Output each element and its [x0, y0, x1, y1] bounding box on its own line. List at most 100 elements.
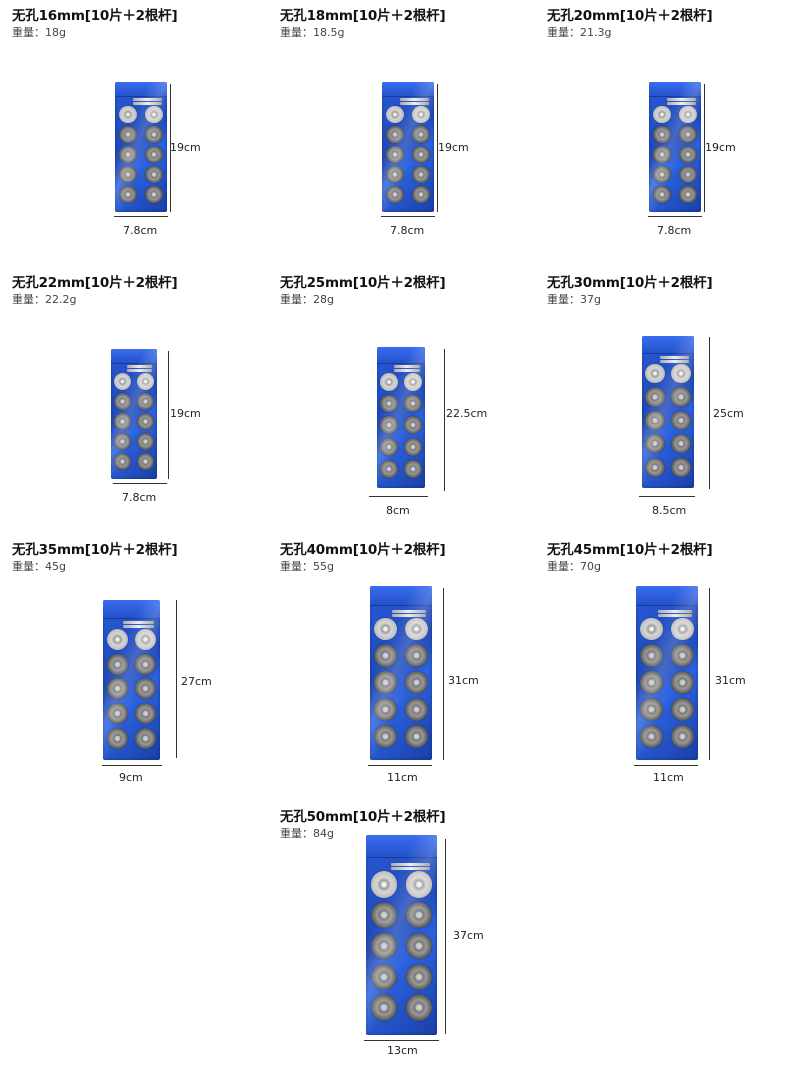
cutting-disc-icon	[370, 871, 397, 898]
mandrel-rod-icon	[660, 355, 689, 359]
width-dimension-line	[113, 483, 167, 484]
product-card-22mm: 无孔22mm[10片＋2根杆] 重量：22.2g 19cm 7.8cm	[12, 269, 272, 534]
width-label: 7.8cm	[657, 224, 692, 237]
cutting-disc-icon	[380, 372, 398, 391]
cutting-disc-icon	[406, 994, 433, 1021]
pouch-flap	[370, 586, 432, 607]
mandrel-rod-icon	[133, 102, 162, 106]
cutting-disc-icon	[386, 145, 404, 163]
cutting-disc-icon	[412, 125, 430, 143]
plastic-shine	[377, 347, 425, 488]
cutting-disc-icon	[679, 105, 697, 123]
disc-pouch-image	[649, 82, 701, 212]
cutting-disc-icon	[412, 105, 430, 123]
disc-pouch-image	[370, 586, 432, 760]
cutting-disc-icon	[645, 387, 665, 407]
cutting-disc-icon	[135, 628, 157, 651]
pouch-flap	[103, 600, 160, 619]
plastic-shine	[103, 600, 160, 760]
cutting-disc-icon	[640, 617, 663, 641]
product-weight: 重量：18g	[12, 26, 66, 39]
width-dimension-line	[381, 216, 435, 217]
width-label: 8cm	[386, 504, 410, 517]
cutting-disc-icon	[136, 372, 154, 390]
product-title: 无孔25mm[10片＋2根杆]	[280, 275, 446, 291]
cutting-disc-icon	[119, 125, 137, 143]
cutting-disc-icon	[370, 902, 397, 929]
cutting-disc-icon	[386, 185, 404, 203]
mandrel-rod-icon	[122, 621, 155, 625]
cutting-disc-icon	[136, 412, 154, 430]
height-dimension-line	[168, 351, 169, 479]
disc-pouch-image	[636, 586, 698, 760]
cutting-disc-icon	[404, 459, 422, 478]
height-label: 19cm	[438, 141, 469, 154]
product-card-50mm: 无孔50mm[10片＋2根杆] 重量：84g 37cm 13cm	[280, 803, 540, 1068]
cutting-disc-icon	[119, 165, 137, 183]
cutting-disc-icon	[404, 372, 422, 391]
height-dimension-line	[443, 588, 444, 760]
cutting-disc-icon	[145, 105, 163, 123]
disc-pouch-image	[115, 82, 167, 212]
cutting-disc-icon	[380, 416, 398, 435]
cutting-disc-icon	[136, 452, 154, 470]
cutting-disc-icon	[113, 392, 131, 410]
width-label: 7.8cm	[390, 224, 425, 237]
product-weight: 重量：84g	[280, 827, 334, 840]
pouch-flap	[642, 336, 694, 354]
product-card-35mm: 无孔35mm[10片＋2根杆] 重量：45g 27cm 9cm	[12, 536, 272, 801]
product-weight: 重量：70g	[547, 560, 601, 573]
width-label: 7.8cm	[123, 224, 158, 237]
cutting-disc-icon	[135, 678, 157, 700]
cutting-disc-icon	[374, 671, 397, 695]
plastic-shine	[649, 82, 701, 212]
mandrel-rod-icon	[657, 609, 692, 613]
mandrel-rod-icon	[393, 364, 421, 368]
pouch-flap	[377, 347, 425, 364]
cutting-disc-icon	[671, 410, 691, 430]
pouch-flap	[115, 82, 167, 98]
width-dimension-line	[634, 765, 698, 766]
product-weight: 重量：45g	[12, 560, 66, 573]
cutting-disc-icon	[374, 724, 397, 748]
mandrel-rod-icon	[667, 102, 696, 106]
width-label: 9cm	[119, 771, 143, 784]
product-card-40mm: 无孔40mm[10片＋2根杆] 重量：55g 31cm 11cm	[280, 536, 540, 801]
cutting-disc-icon	[412, 185, 430, 203]
cutting-disc-icon	[106, 653, 128, 675]
product-card-45mm: 无孔45mm[10片＋2根杆] 重量：70g 31cm 11cm	[547, 536, 800, 801]
product-weight: 重量：22.2g	[12, 293, 77, 306]
height-label: 37cm	[453, 929, 484, 942]
cutting-disc-icon	[679, 145, 697, 163]
cutting-disc-icon	[135, 702, 157, 724]
cutting-disc-icon	[671, 457, 691, 477]
cutting-disc-icon	[145, 125, 163, 143]
height-label: 31cm	[448, 674, 479, 687]
product-weight: 重量：28g	[280, 293, 334, 306]
disc-pouch-image	[111, 349, 157, 479]
cutting-disc-icon	[404, 394, 422, 413]
plastic-shine	[370, 586, 432, 760]
product-card-20mm: 无孔20mm[10片＋2根杆] 重量：21.3g 19cm 7.8cm	[547, 2, 800, 267]
mandrel-rod-icon	[133, 98, 162, 102]
cutting-disc-icon	[374, 617, 397, 641]
mandrel-rod-icon	[660, 359, 689, 363]
plastic-shine	[115, 82, 167, 212]
mandrel-rod-icon	[391, 609, 426, 613]
cutting-disc-icon	[386, 165, 404, 183]
cutting-disc-icon	[405, 671, 428, 695]
disc-pouch-image	[642, 336, 694, 488]
cutting-disc-icon	[671, 697, 694, 721]
cutting-disc-icon	[645, 410, 665, 430]
product-title: 无孔35mm[10片＋2根杆]	[12, 542, 178, 558]
mandrel-rod-icon	[127, 365, 153, 369]
plastic-shine	[382, 82, 434, 212]
product-title: 无孔22mm[10片＋2根杆]	[12, 275, 178, 291]
height-dimension-line	[444, 349, 445, 491]
cutting-disc-icon	[671, 724, 694, 748]
cutting-disc-icon	[653, 125, 671, 143]
pouch-flap	[636, 586, 698, 607]
width-dimension-line	[648, 216, 702, 217]
plastic-shine	[111, 349, 157, 479]
cutting-disc-icon	[113, 432, 131, 450]
